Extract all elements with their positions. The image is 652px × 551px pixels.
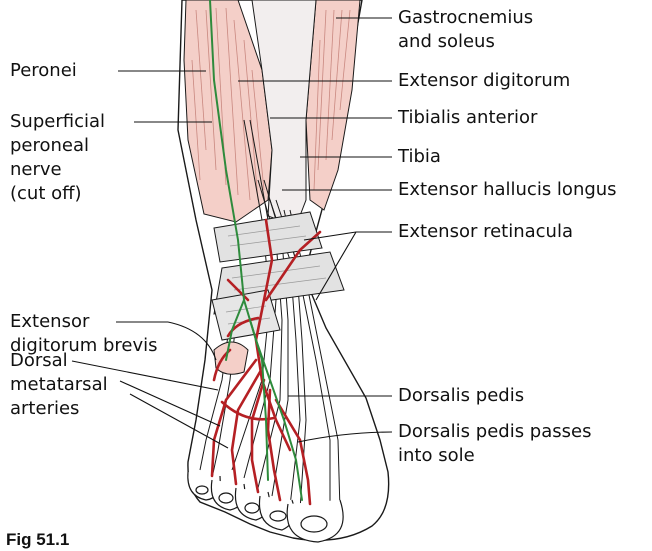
label-extensor-retinacula: Extensor retinacula bbox=[398, 220, 573, 244]
label-tibialis-anterior: Tibialis anterior bbox=[398, 106, 537, 130]
extensor-digitorum-brevis-muscle bbox=[214, 342, 248, 374]
label-dorsalis-pedis: Dorsalis pedis bbox=[398, 384, 524, 408]
label-extensor-digitorum: Extensor digitorum bbox=[398, 69, 570, 93]
label-peronei: Peronei bbox=[10, 59, 77, 83]
figure-caption: Fig 51.1 bbox=[6, 530, 69, 550]
label-extensor-hallucis-longus: Extensor hallucis longus bbox=[398, 178, 617, 202]
label-tibia: Tibia bbox=[398, 145, 441, 169]
